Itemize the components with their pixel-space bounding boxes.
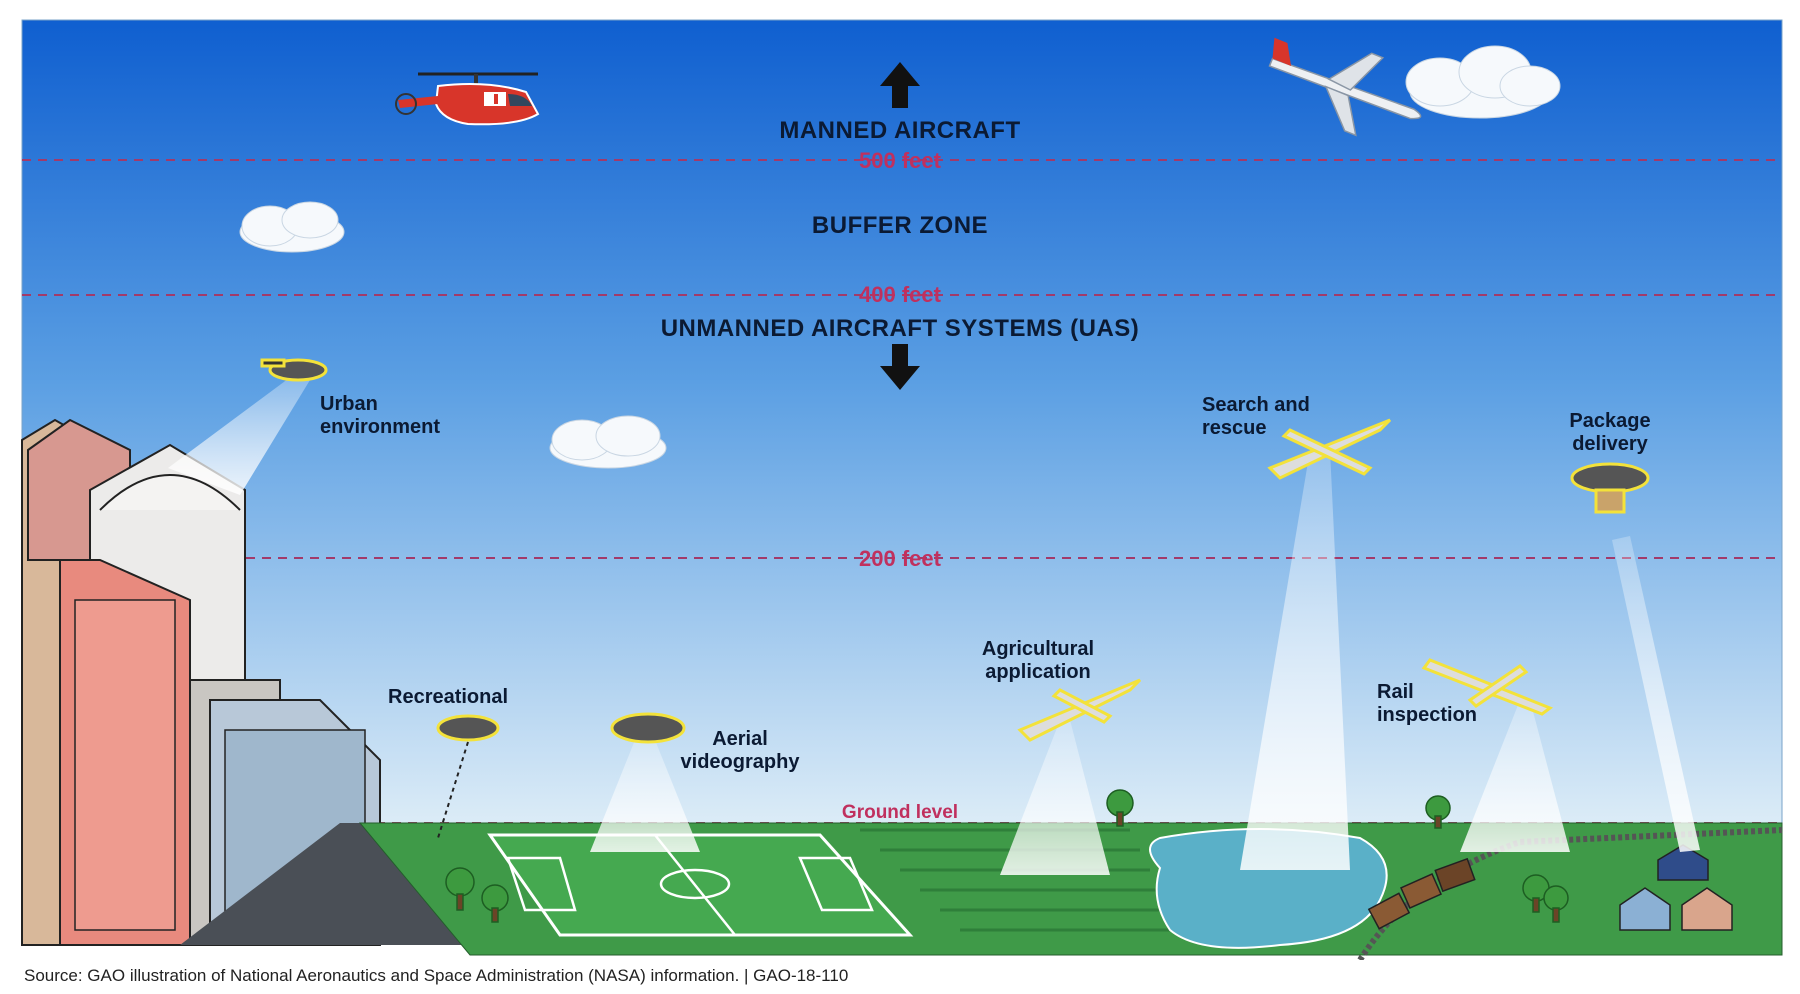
- fixed-wing-drone-icon: [1017, 678, 1142, 742]
- source-note: Source: GAO illustration of National Aer…: [24, 966, 849, 985]
- camera-beams: [168, 370, 1700, 875]
- svg-text:Urban: Urban: [320, 393, 378, 415]
- quadcopter-icon: [436, 714, 500, 742]
- svg-text:Search and: Search and: [1202, 394, 1310, 416]
- svg-text:Package: Package: [1569, 410, 1650, 432]
- svg-text:inspection: inspection: [1377, 704, 1477, 726]
- uas-label: UNMANNED AIRCRAFT SYSTEMS (UAS): [661, 315, 1140, 342]
- fixed-wing-drone-icon: [1267, 418, 1392, 480]
- ground-level-label: Ground level: [842, 802, 958, 823]
- label-search-and-rescue: Search and rescue: [1202, 394, 1310, 439]
- altitude-400-label: 400 feet: [859, 282, 942, 307]
- svg-text:Rail: Rail: [1377, 681, 1414, 703]
- manned-aircraft-label: MANNED AIRCRAFT: [779, 117, 1020, 144]
- svg-text:Agricultural: Agricultural: [982, 638, 1094, 660]
- altitude-500-label: 500 feet: [859, 148, 942, 173]
- drone-icon: [260, 358, 328, 382]
- svg-text:delivery: delivery: [1572, 433, 1648, 455]
- tree-icon: [445, 789, 1569, 923]
- label-rail-inspection: Rail inspection: [1377, 681, 1477, 726]
- cloud-icon: [549, 415, 667, 469]
- buffer-zone-label: BUFFER ZONE: [812, 212, 988, 239]
- helicopter-icon: [395, 72, 540, 126]
- house-icon: [1619, 844, 1733, 931]
- down-arrow-icon: [880, 344, 920, 390]
- fixed-wing-drone-icon: [1421, 658, 1554, 716]
- svg-text:rescue: rescue: [1202, 417, 1267, 439]
- altitude-200-label: 200 feet: [859, 546, 942, 571]
- svg-text:Aerial: Aerial: [712, 728, 768, 750]
- svg-text:videography: videography: [681, 751, 801, 773]
- airplane-icon: [1268, 37, 1422, 137]
- train-icon: [1367, 857, 1476, 930]
- label-agricultural-application: Agricultural application: [982, 638, 1094, 683]
- svg-text:environment: environment: [320, 416, 440, 438]
- soccer-field: [487, 833, 914, 937]
- label-package-delivery: Package delivery: [1569, 410, 1650, 455]
- cloud-icon: [1405, 45, 1561, 119]
- svg-text:application: application: [985, 661, 1091, 683]
- up-arrow-icon: [880, 62, 920, 108]
- label-recreational: Recreational: [388, 686, 508, 708]
- cloud-icon: [239, 201, 345, 253]
- label-aerial-videography: Aerial videography: [681, 728, 801, 773]
- delivery-drone-icon: [1570, 462, 1650, 514]
- label-urban-environment: Urban environment: [320, 393, 440, 438]
- tether-line: [437, 741, 469, 839]
- airspace-diagram: MANNED AIRCRAFT BUFFER ZONE UNMANNED AIR…: [21, 19, 1783, 960]
- quadcopter-icon: [610, 712, 686, 744]
